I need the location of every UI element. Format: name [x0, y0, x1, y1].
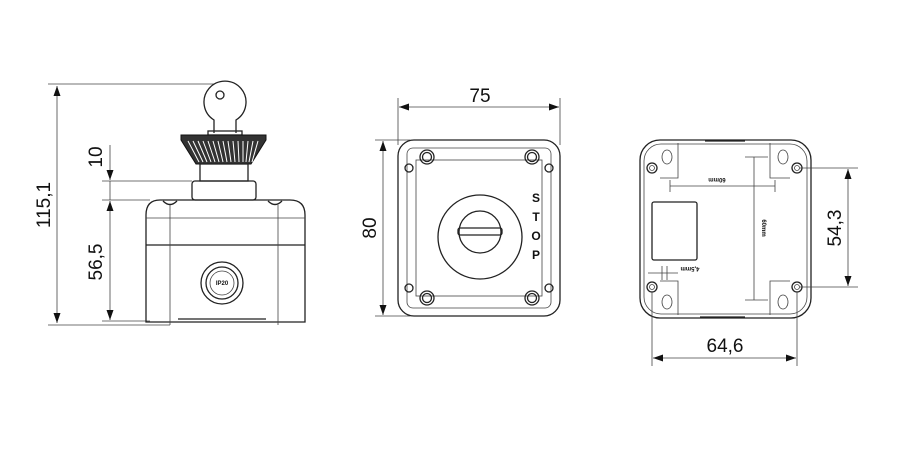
mounting-bosses: [646, 143, 803, 315]
rear-width-label: 64,6: [707, 336, 744, 357]
inner-offset-label: 4,5mm: [680, 265, 699, 271]
total-height-label: 115,1: [34, 182, 55, 228]
stem: [199, 163, 249, 182]
front-height-label: 80: [360, 217, 381, 238]
collar-height-label: 10: [86, 146, 107, 167]
stop-label: S T O P: [531, 191, 540, 262]
dimension-total-height: 115,1: [34, 83, 215, 326]
svg-text:P: P: [532, 248, 540, 262]
side-view: 115,1 10 56,5: [34, 80, 306, 326]
svg-text:S: S: [532, 191, 540, 205]
dimension-front-height: 80: [360, 139, 410, 317]
cable-gland: IP20: [200, 261, 244, 305]
enclosure-body-side: [145, 199, 306, 325]
enclosure-front: [397, 139, 561, 317]
collar: [191, 180, 257, 201]
body-height-label: 56,5: [86, 244, 107, 281]
hole-spacing-label: 54,3: [825, 210, 846, 247]
front-view: 75 80 S T O P: [360, 86, 561, 317]
dimension-body-height: 56,5: [86, 201, 150, 322]
label-area: [651, 201, 698, 261]
dimension-front-width: 75: [397, 86, 561, 145]
key-icon: [203, 80, 247, 136]
key-switch-front: [437, 194, 523, 280]
corner-screws: [404, 149, 554, 306]
front-width-label: 75: [469, 86, 490, 107]
gland-label: IP20: [216, 281, 229, 287]
rear-view: 60mm 60mm 4,5mm 54,3 64,6: [639, 139, 858, 366]
inner-vertical-label: 60mm: [760, 219, 766, 236]
dimension-hole-spacing: 54,3: [800, 167, 858, 288]
svg-text:O: O: [531, 229, 540, 243]
dimension-collar-height: 10: [86, 145, 192, 201]
inner-horizontal-label: 60mm: [708, 176, 725, 182]
knurled-cap: [180, 134, 267, 165]
svg-text:T: T: [532, 210, 540, 224]
dimension-rear-width: 64,6: [651, 292, 798, 366]
enclosure-rear: [639, 139, 812, 319]
inner-dimensions: 60mm 60mm 4,5mm: [648, 156, 776, 301]
